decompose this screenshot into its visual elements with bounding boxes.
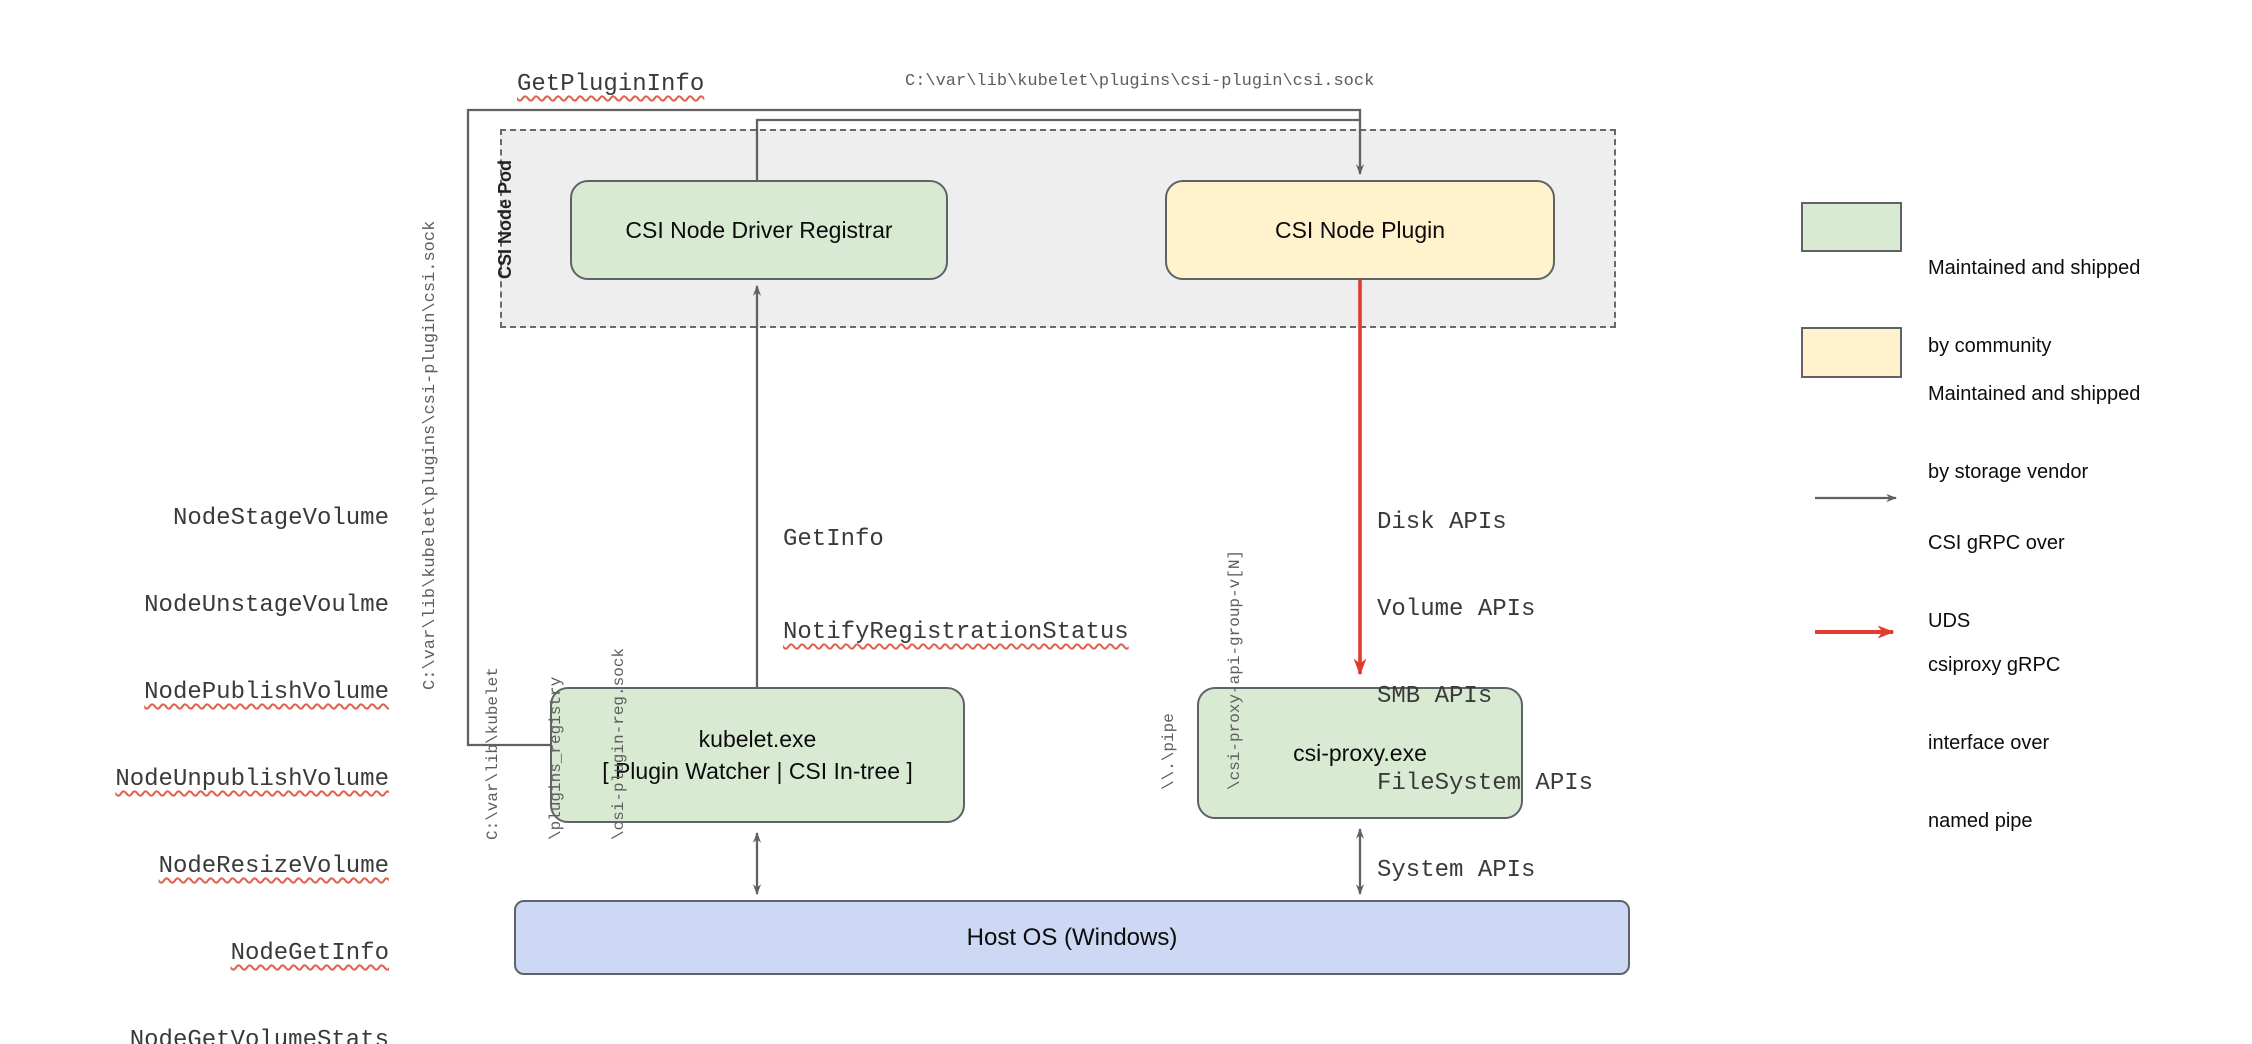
notify-registration-status-annotation: NotifyRegistrationStatus — [783, 619, 1129, 646]
get-plugin-info-annotation: GetPluginInfo — [517, 71, 705, 98]
node-rpc-item: NodeUnstageVoulme — [144, 592, 389, 619]
csi-node-driver-registrar-label: CSI Node Driver Registrar — [625, 217, 893, 243]
kubelet-sublabel: [ Plugin Watcher | CSI In-tree ] — [602, 758, 913, 784]
proxy-api-group-list: Disk APIs Volume APIs SMB APIs FileSyste… — [1377, 450, 1593, 943]
legend-community-swatch — [1801, 202, 1902, 252]
node-rpc-list: NodeStageVolume NodeUnstageVoulme NodePu… — [115, 446, 389, 1044]
get-info-annotation: GetInfo — [783, 526, 884, 553]
node-rpc-item: NodeGetInfo — [230, 940, 389, 967]
proxy-api-item: Disk APIs — [1377, 509, 1507, 536]
proxy-api-item: FileSystem APIs — [1377, 770, 1594, 797]
legend-vendor-label: Maintained and shipped by storage vendor — [1928, 383, 2141, 483]
proxy-api-item: Volume APIs — [1377, 596, 1536, 623]
legend-named-pipe-label: csiproxy gRPC interface over named pipe — [1928, 654, 2061, 832]
node-rpc-item: NodeResizeVolume — [158, 853, 389, 880]
host-os-label: Host OS (Windows) — [966, 923, 1178, 951]
node-rpc-item: NodeGetVolumeStats — [129, 1027, 389, 1044]
csi-node-driver-registrar-box: CSI Node Driver Registrar — [570, 180, 948, 280]
proxy-api-item: SMB APIs — [1377, 683, 1493, 710]
legend-vendor-swatch — [1801, 327, 1902, 378]
node-rpc-item: NodeStageVolume — [172, 505, 389, 532]
csi-sock-path-left: C:\var\lib\kubelet\plugins\csi-plugin\cs… — [421, 220, 440, 690]
registration-rpcs: GetInfo NotifyRegistrationStatus — [783, 462, 1129, 710]
node-rpc-item: NodePublishVolume — [144, 679, 389, 706]
node-rpc-item: NodeUnpublishVolume — [115, 766, 389, 793]
kubelet-label: kubelet.exe — [698, 726, 817, 752]
registration-sock-path: C:\var\lib\kubelet \plugins_registry \cs… — [484, 647, 628, 840]
csi-node-pod-label: CSI Node Pod — [495, 159, 515, 279]
legend-community-label: Maintained and shipped by community — [1928, 257, 2141, 357]
legend-uds-label: CSI gRPC over UDS — [1928, 532, 2065, 632]
proxy-api-item: System APIs — [1377, 857, 1536, 884]
host-os-box: Host OS (Windows) — [514, 900, 1630, 975]
named-pipe-path: \\.\pipe \csi-proxy-api-group-v[N] — [1160, 549, 1244, 790]
csi-node-plugin-label: CSI Node Plugin — [1274, 217, 1446, 243]
csi-sock-path-top: C:\var\lib\kubelet\plugins\csi-plugin\cs… — [905, 72, 1375, 91]
csi-node-plugin-box: CSI Node Plugin — [1165, 180, 1555, 280]
